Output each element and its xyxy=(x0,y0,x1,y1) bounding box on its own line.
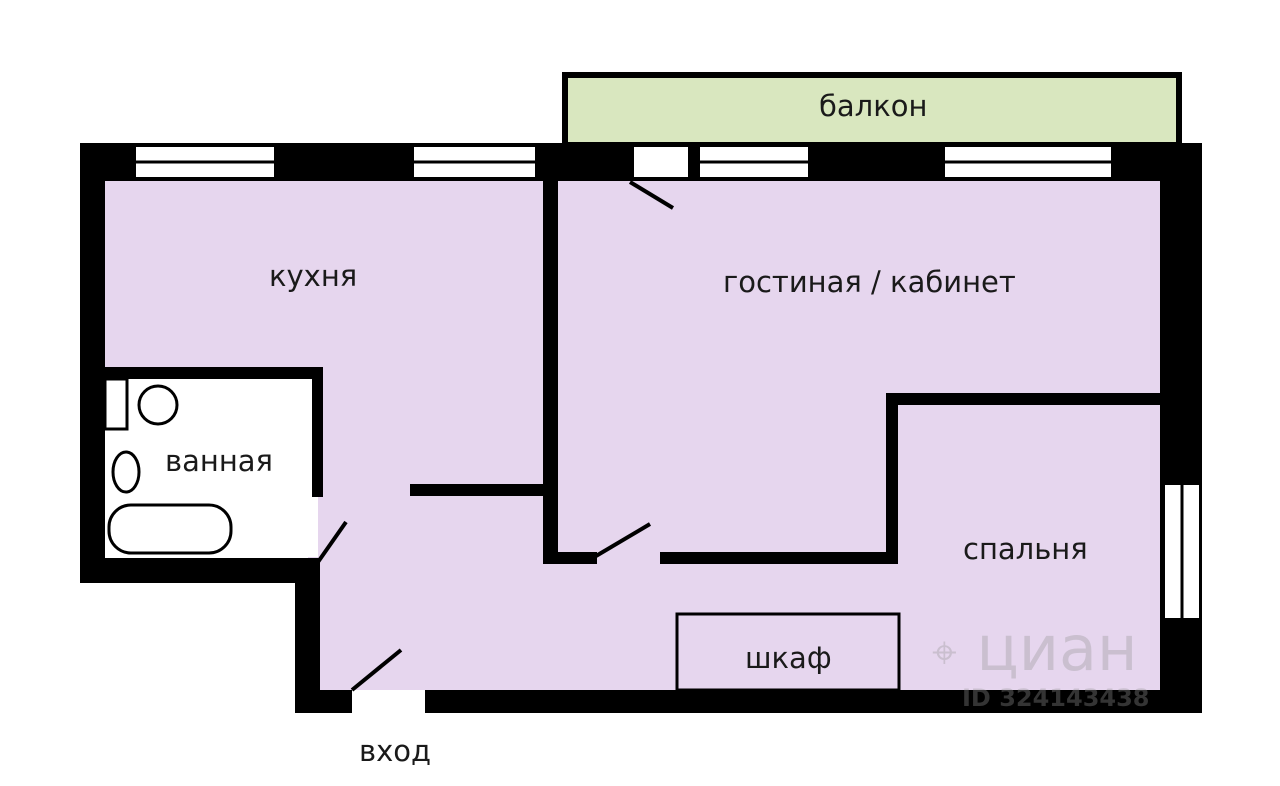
door-balcony xyxy=(628,180,675,210)
washing-machine xyxy=(103,377,129,431)
toilet-icon xyxy=(111,450,141,494)
living-room-label: гостиная / кабинет xyxy=(723,265,1016,299)
bedroom-label: спальня xyxy=(963,532,1088,566)
bathroom-fixtures xyxy=(103,377,233,555)
window-bedroom xyxy=(1165,485,1199,618)
door-entrance xyxy=(350,648,403,692)
windows xyxy=(136,147,1199,618)
sink-icon xyxy=(137,384,179,426)
door-bathroom xyxy=(316,520,348,564)
watermark-listing-id: ID 324143438 xyxy=(962,684,1150,712)
window-kitchen-1 xyxy=(136,147,274,177)
watermark-brand: ⌖ циан xyxy=(932,618,1138,680)
kitchen-label: кухня xyxy=(269,259,358,293)
entrance-label: вход xyxy=(359,734,432,768)
doors xyxy=(316,180,675,692)
bathtub-icon xyxy=(107,503,233,555)
closet-label: шкаф xyxy=(745,641,832,675)
floor-area xyxy=(103,180,1162,690)
window-living-2 xyxy=(945,147,1111,177)
balcony-door xyxy=(634,147,688,177)
window-kitchen-2 xyxy=(414,147,535,177)
window-living-1 xyxy=(700,147,808,177)
bathroom-label: ванная xyxy=(165,444,273,478)
location-pin-icon: ⌖ xyxy=(932,626,957,678)
watermark-brand-text: циан xyxy=(976,612,1138,685)
balcony-label: балкон xyxy=(819,89,928,123)
door-bedroom xyxy=(594,522,652,558)
